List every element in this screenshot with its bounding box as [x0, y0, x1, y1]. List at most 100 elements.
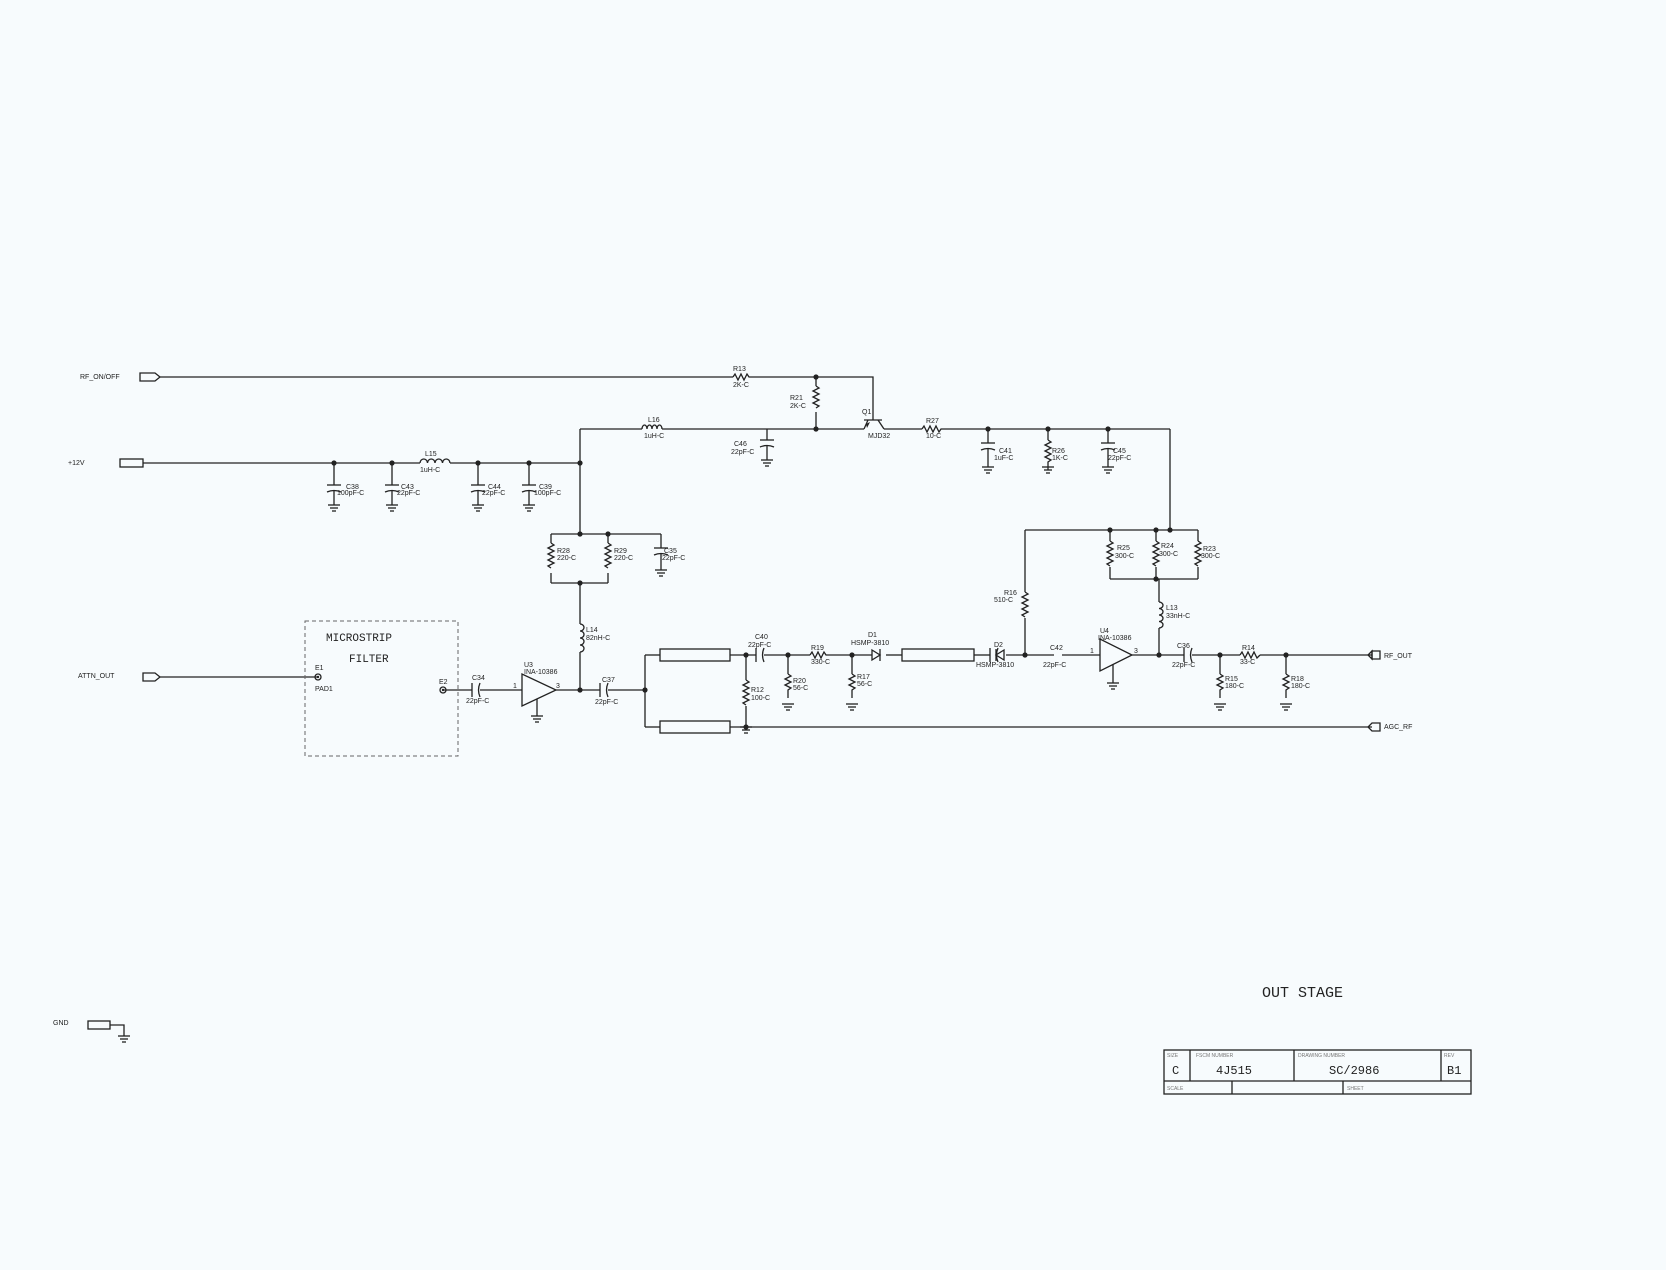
ref: C46	[734, 441, 747, 448]
val: INA-10386	[524, 669, 558, 676]
ref: R19	[811, 645, 824, 652]
ref: R15	[1225, 676, 1238, 683]
filter-title-line2: FILTER	[349, 654, 389, 666]
ground-icon	[761, 459, 773, 467]
val: 220-C	[557, 555, 576, 562]
title-block: SIZE FSCM NUMBER DRAWING NUMBER REV C 4J…	[1163, 1049, 1472, 1095]
l16: L16 1uH-C	[641, 417, 664, 440]
port-plus12v[interactable]: +12V	[68, 458, 144, 468]
r16: R16 510-C	[994, 590, 1030, 618]
ref: C38	[346, 484, 359, 491]
microstrip-line-top	[659, 648, 731, 662]
val: 2K-C	[790, 403, 806, 410]
rev-header: REV	[1444, 1053, 1455, 1059]
fscm-value: 4J515	[1216, 1064, 1252, 1078]
val: 22pF-C	[1043, 662, 1066, 669]
port-label: +12V	[68, 460, 85, 467]
r24: R24 300-C	[1151, 540, 1178, 567]
val: 220-C	[614, 555, 633, 562]
val: 510-C	[994, 597, 1013, 604]
ground-icon	[386, 504, 398, 512]
val: 300-C	[1115, 553, 1134, 560]
val: 300-C	[1201, 553, 1220, 560]
val: 56-C	[793, 685, 808, 692]
val: HSMP-3810	[976, 662, 1014, 669]
val: 33nH-C	[1166, 613, 1190, 620]
ground-icon	[982, 466, 994, 474]
val: 22pF-C	[482, 490, 505, 497]
ground-icon	[523, 504, 535, 512]
ref: R24	[1161, 543, 1174, 550]
r17: R17 56-C	[847, 673, 872, 698]
ref: R28	[557, 548, 570, 555]
port-attn-out[interactable]: ATTN_OUT	[78, 672, 162, 682]
ref: R20	[793, 678, 806, 685]
ground-icon	[531, 715, 543, 723]
val: 180-C	[1225, 683, 1244, 690]
ref: R17	[857, 674, 870, 681]
c41: C41 1uF-C	[980, 442, 1013, 467]
ground-icon	[1102, 466, 1114, 474]
ref: C36	[1177, 643, 1190, 650]
val: 22pF-C	[662, 555, 685, 562]
r12: R12 100-C	[741, 679, 770, 706]
c40: C40 22pF-C	[748, 634, 771, 663]
r20: R20 56-C	[783, 673, 808, 698]
c44: C44 22pF-C	[470, 484, 505, 505]
port-rf-on-off[interactable]: RF_ON/OFF	[80, 372, 162, 382]
d2: D2 HSMP-3810	[976, 642, 1014, 669]
junctions	[331, 374, 1289, 730]
q1: Q1 MJD32	[862, 409, 890, 440]
c46: C46 22pF-C	[731, 436, 775, 460]
ref: R21	[790, 395, 803, 402]
d1: D1 HSMP-3810	[851, 632, 889, 662]
val: 1uH-C	[644, 433, 664, 440]
ref: C45	[1113, 448, 1126, 455]
filter-title-line1: MICROSTRIP	[326, 633, 392, 645]
ground-icon	[846, 703, 858, 711]
ref: R23	[1203, 546, 1216, 553]
ground-icon	[782, 703, 794, 711]
ref: C39	[539, 484, 552, 491]
ref: L15	[425, 451, 437, 458]
fscm-header: FSCM NUMBER	[1196, 1053, 1234, 1059]
val: INA-10386	[1098, 635, 1132, 642]
microstrip-line-bottom	[659, 720, 731, 734]
ground-icon	[328, 504, 340, 512]
val: 22pF-C	[397, 490, 420, 497]
val: 330-C	[811, 659, 830, 666]
c43: C43 22pF-C	[384, 484, 420, 505]
val: 100pF-C	[337, 490, 364, 497]
rev-value: B1	[1447, 1064, 1461, 1078]
r14: R14 33-C	[1239, 645, 1261, 666]
r19: R19 330-C	[809, 645, 830, 666]
val: 100-C	[751, 695, 770, 702]
microstrip-filter-block: MICROSTRIP FILTER E1 E2 PAD1	[304, 620, 459, 757]
ref: R16	[1004, 590, 1017, 597]
r25: R25 300-C	[1105, 540, 1134, 567]
ref: Q1	[862, 409, 871, 416]
port-label: AGC_RF	[1384, 724, 1412, 731]
pin-e1: E1	[315, 665, 324, 672]
ref: R18	[1291, 676, 1304, 683]
pin-out: 3	[556, 683, 560, 690]
r18: R18 180-C	[1281, 673, 1310, 698]
ground-icon	[472, 504, 484, 512]
pin-in: 1	[1090, 648, 1094, 655]
port-agc-rf[interactable]: AGC_RF	[1367, 722, 1412, 732]
port-rf-out[interactable]: RF_OUT	[1367, 649, 1413, 661]
val: 1K-C	[1052, 455, 1068, 462]
r15: R15 180-C	[1215, 673, 1244, 698]
port-gnd[interactable]: GND	[53, 1020, 111, 1030]
val: 1uH-C	[420, 467, 440, 474]
val: 1uF-C	[994, 455, 1013, 462]
val: 22pF-C	[748, 642, 771, 649]
ref: C44	[488, 484, 501, 491]
r26: R26 1K-C	[1043, 439, 1068, 470]
ref: R26	[1052, 448, 1065, 455]
r23: R23 300-C	[1193, 540, 1220, 567]
ref: R29	[614, 548, 627, 555]
u3-amplifier: U3 INA-10386 1 3	[513, 662, 560, 716]
ground-icon	[1214, 703, 1226, 711]
